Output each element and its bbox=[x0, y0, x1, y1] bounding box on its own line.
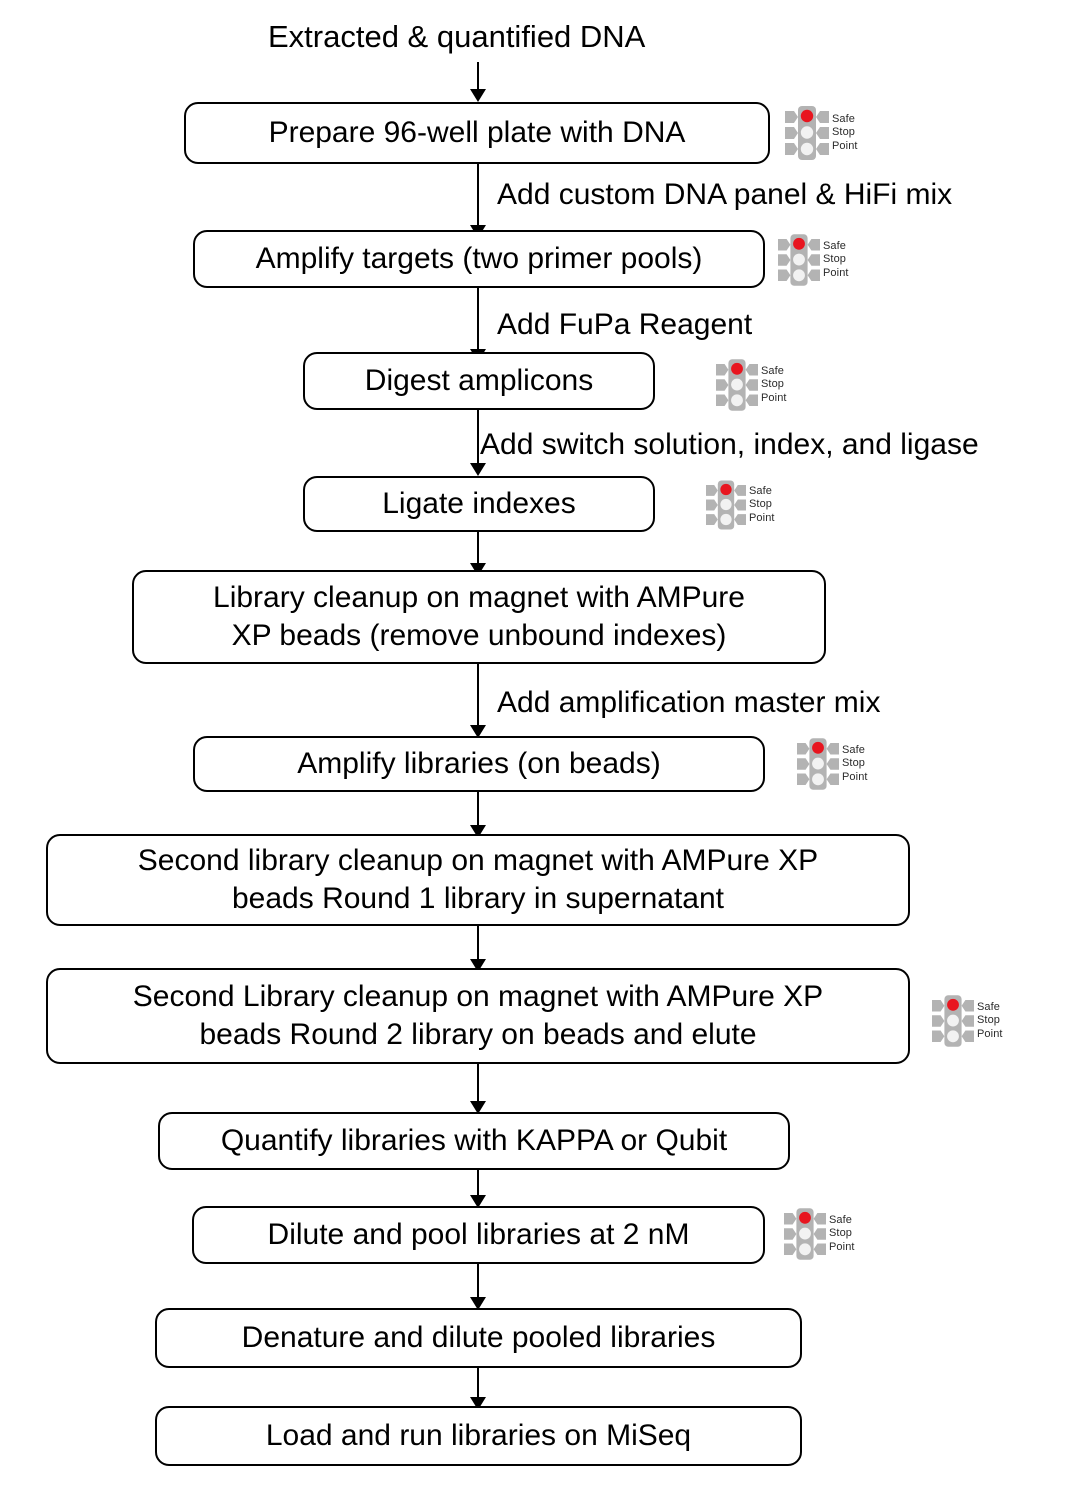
arrow-node1-to-node2 bbox=[466, 164, 490, 238]
badge-line-1: Safe bbox=[842, 743, 866, 756]
safe-stop-point-label: Safe Stop Point bbox=[842, 744, 868, 784]
node-digest-amplicons[interactable]: Digest amplicons bbox=[303, 352, 655, 410]
edge-label-add-fupa-reagent: Add FuPa Reagent bbox=[497, 308, 753, 341]
badge-line-3: Point bbox=[977, 1027, 1003, 1040]
badge-line-2: Stop bbox=[977, 1014, 1001, 1027]
badge-line-2: Stop bbox=[761, 378, 785, 391]
badge-line-3: Point bbox=[832, 139, 858, 152]
node-dilute-and-pool-libraries[interactable]: Dilute and pool libraries at 2 nM bbox=[192, 1206, 765, 1264]
safe-stop-point-badge-node4: Safe Stop Point bbox=[706, 479, 775, 531]
arrow-start-to-node1 bbox=[466, 62, 490, 102]
edge-label-add-amplification-master-mix: Add amplification master mix bbox=[497, 686, 881, 719]
safe-stop-point-label: Safe Stop Point bbox=[832, 113, 858, 153]
badge-line-2: Stop bbox=[832, 126, 856, 139]
node-library-cleanup-ampure[interactable]: Library cleanup on magnet with AMPure XP… bbox=[132, 570, 826, 664]
arrow-node8-to-node9 bbox=[466, 1064, 490, 1114]
badge-line-1: Safe bbox=[823, 239, 847, 252]
node-load-and-run-miseq[interactable]: Load and run libraries on MiSeq bbox=[155, 1406, 802, 1466]
node-quantify-libraries[interactable]: Quantify libraries with KAPPA or Qubit bbox=[158, 1112, 790, 1170]
arrow-node7-to-node8 bbox=[466, 926, 490, 972]
safe-stop-point-badge-node10: Safe Stop Point bbox=[784, 1207, 855, 1261]
traffic-light-icon bbox=[778, 234, 820, 286]
safe-stop-point-label: Safe Stop Point bbox=[977, 1001, 1003, 1041]
edge-label-add-switch-solution: Add switch solution, index, and ligase bbox=[480, 428, 979, 461]
badge-line-2: Stop bbox=[823, 253, 847, 266]
traffic-light-icon bbox=[797, 738, 839, 790]
safe-stop-point-label: Safe Stop Point bbox=[823, 240, 849, 280]
safe-stop-point-label: Safe Stop Point bbox=[761, 365, 787, 405]
badge-line-3: Point bbox=[842, 770, 868, 783]
badge-line-1: Safe bbox=[761, 364, 785, 377]
arrow-node5-to-node6 bbox=[466, 664, 490, 738]
safe-stop-point-badge-node3: Safe Stop Point bbox=[716, 358, 787, 412]
badge-line-3: Point bbox=[823, 266, 849, 279]
arrow-node10-to-node11 bbox=[466, 1264, 490, 1310]
arrow-node6-to-node7 bbox=[466, 792, 490, 838]
arrow-node2-to-node3 bbox=[466, 288, 490, 362]
badge-line-3: Point bbox=[829, 1240, 855, 1253]
badge-line-2: Stop bbox=[749, 498, 773, 511]
node-second-library-cleanup-round1[interactable]: Second library cleanup on magnet with AM… bbox=[46, 834, 910, 926]
traffic-light-icon bbox=[932, 995, 974, 1047]
badge-line-1: Safe bbox=[977, 1000, 1001, 1013]
safe-stop-point-badge-node6: Safe Stop Point bbox=[797, 737, 868, 791]
badge-line-2: Stop bbox=[842, 757, 866, 770]
traffic-light-icon bbox=[784, 1208, 826, 1260]
arrow-node9-to-node10 bbox=[466, 1170, 490, 1208]
node-ligate-indexes[interactable]: Ligate indexes bbox=[303, 476, 655, 532]
safe-stop-point-badge-node8: Safe Stop Point bbox=[932, 994, 1003, 1048]
badge-line-3: Point bbox=[749, 511, 775, 524]
traffic-light-icon bbox=[716, 359, 758, 411]
safe-stop-point-label: Safe Stop Point bbox=[829, 1214, 855, 1254]
node-prepare-96-well-plate[interactable]: Prepare 96-well plate with DNA bbox=[184, 102, 770, 164]
traffic-light-icon bbox=[706, 480, 746, 530]
badge-line-1: Safe bbox=[829, 1213, 853, 1226]
arrow-node3-to-node4 bbox=[466, 410, 490, 476]
badge-line-2: Stop bbox=[829, 1227, 853, 1240]
node-denature-and-dilute[interactable]: Denature and dilute pooled libraries bbox=[155, 1308, 802, 1368]
node-amplify-targets[interactable]: Amplify targets (two primer pools) bbox=[193, 230, 765, 288]
node-second-library-cleanup-round2[interactable]: Second Library cleanup on magnet with AM… bbox=[46, 968, 910, 1064]
badge-line-1: Safe bbox=[749, 484, 773, 497]
safe-stop-point-badge-node1: Safe Stop Point bbox=[785, 105, 858, 161]
edge-label-add-custom-dna-panel: Add custom DNA panel & HiFi mix bbox=[497, 178, 953, 211]
badge-line-3: Point bbox=[761, 391, 787, 404]
start-label: Extracted & quantified DNA bbox=[268, 19, 646, 54]
safe-stop-point-badge-node2: Safe Stop Point bbox=[778, 233, 849, 287]
node-amplify-libraries[interactable]: Amplify libraries (on beads) bbox=[193, 736, 765, 792]
safe-stop-point-label: Safe Stop Point bbox=[749, 485, 775, 525]
badge-line-1: Safe bbox=[832, 112, 856, 125]
arrow-node11-to-node12 bbox=[466, 1368, 490, 1410]
traffic-light-icon bbox=[785, 106, 829, 160]
